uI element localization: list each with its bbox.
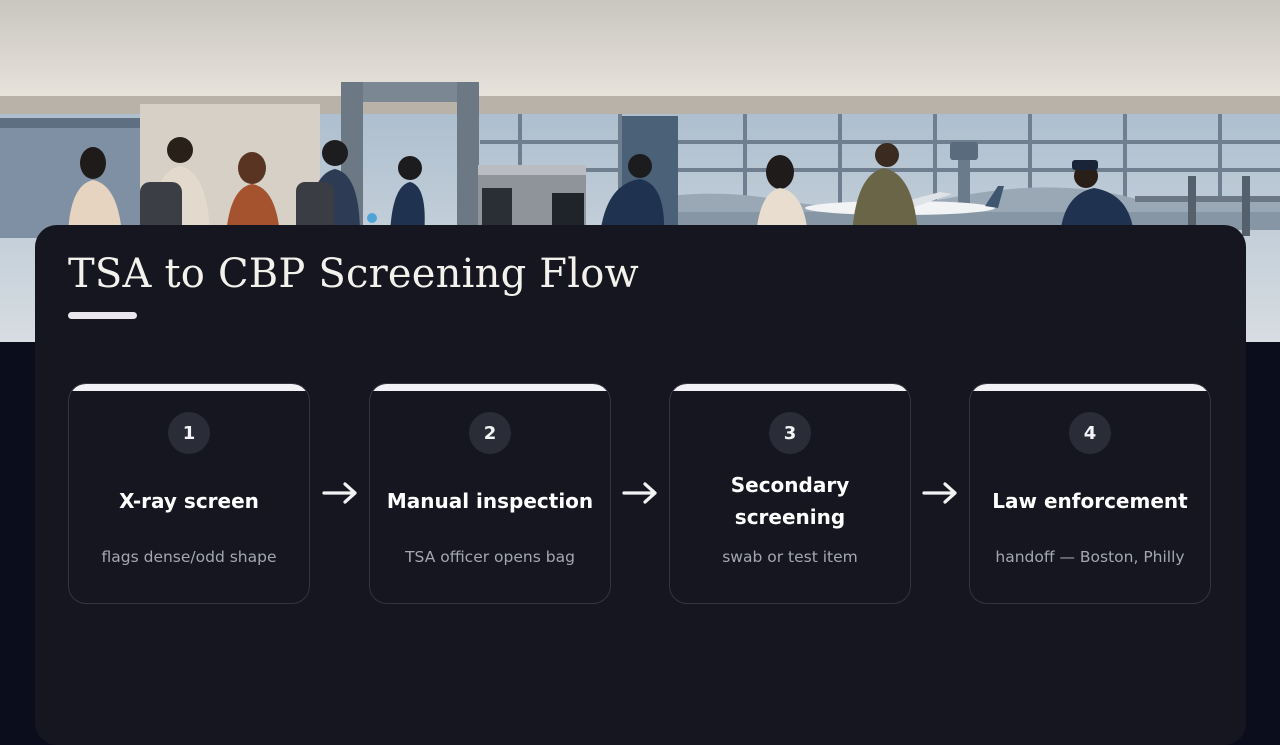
step-description: handoff — Boston, Philly (995, 548, 1185, 566)
step-number-badge: 2 (469, 412, 511, 454)
step-title: Law enforcement (992, 489, 1188, 513)
step-card-3: 3 Secondary screening swab or test item (669, 383, 911, 604)
step-title: Manual inspection (386, 489, 594, 513)
step-title: X-ray screen (119, 489, 259, 513)
step-card-1: 1 X-ray screen flags dense/odd shape (68, 383, 310, 604)
step-description: swab or test item (722, 548, 858, 566)
title-underline (68, 312, 137, 319)
step-number-badge: 1 (168, 412, 210, 454)
arrow-right-icon (922, 482, 957, 504)
page-title: TSA to CBP Screening Flow (68, 251, 639, 297)
step-card-2: 2 Manual inspection TSA officer opens ba… (369, 383, 611, 604)
step-number-badge: 4 (1069, 412, 1111, 454)
step-description: TSA officer opens bag (405, 548, 575, 566)
step-title: Secondary screening (730, 473, 850, 529)
main-card: TSA to CBP Screening Flow 1 X-ray screen… (35, 225, 1246, 745)
step-description: flags dense/odd shape (101, 548, 277, 566)
arrow-right-icon (322, 482, 357, 504)
arrow-right-icon (622, 482, 657, 504)
step-number-badge: 3 (769, 412, 811, 454)
step-card-4: 4 Law enforcement handoff — Boston, Phil… (969, 383, 1211, 604)
